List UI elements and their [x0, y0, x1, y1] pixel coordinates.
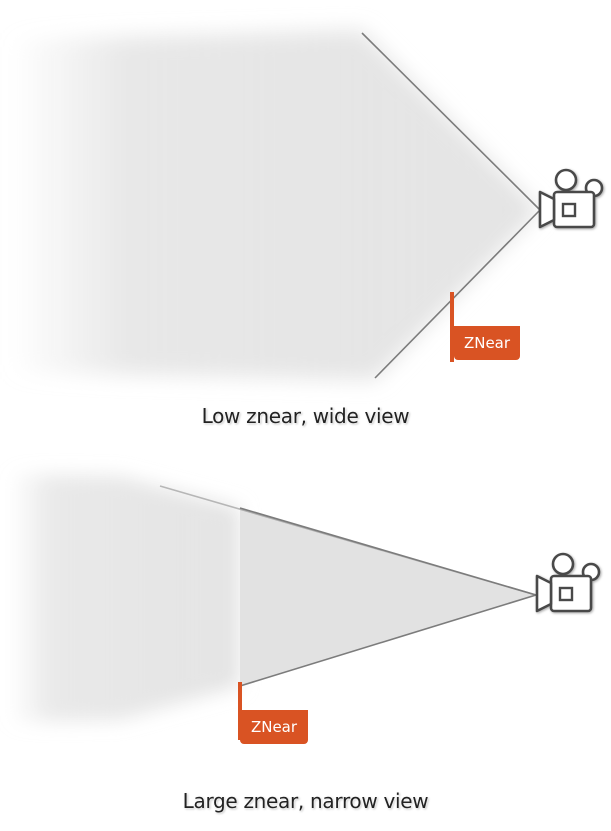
frustum-far-region [10, 474, 240, 722]
caption: Low znear, wide view [201, 404, 410, 428]
frustum-edge-bottom-sharp [239, 594, 537, 687]
frustum-far-region [10, 30, 540, 380]
znear-label: ZNear [240, 710, 308, 744]
frustum-graphic [10, 474, 601, 740]
frustum-near-region [240, 508, 536, 686]
frustum-diagram-narrow: ZNear Large znear, narrow view [0, 440, 611, 831]
frustum-edge-bottom [374, 209, 541, 379]
frustum-edge-top-sharp [239, 507, 537, 596]
video-camera-icon [535, 552, 601, 613]
frustum-graphic [10, 30, 604, 380]
video-camera-icon [538, 168, 604, 229]
frustum-diagram-wide: ZNear Low znear, wide view [10, 30, 604, 428]
frustum-edge-top [361, 32, 541, 211]
caption: Large znear, narrow view [182, 789, 429, 813]
znear-label: ZNear [454, 326, 520, 360]
